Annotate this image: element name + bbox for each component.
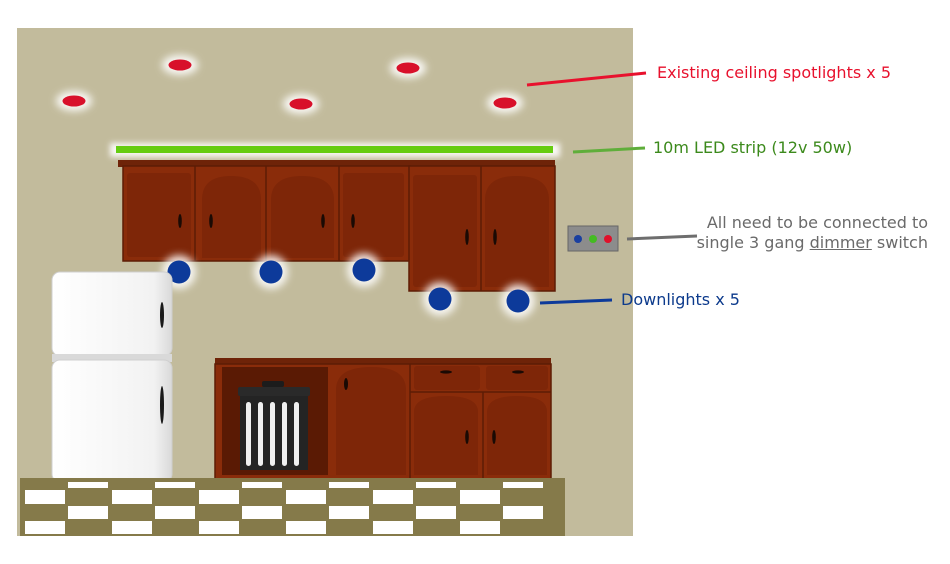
bin (238, 381, 310, 470)
downlight-2 (254, 255, 288, 289)
spotlights-leader-line (526, 71, 647, 87)
led-leader-line (572, 146, 646, 154)
spotlights-label: Existing ceiling spotlights x 5 (657, 63, 891, 82)
switch-label-after: switch (871, 233, 928, 252)
switch-dot-blue (574, 235, 582, 243)
switch-label-line-1: All need to be connected to (706, 213, 928, 232)
downlights-leader-line (539, 298, 613, 305)
fridge (51, 271, 173, 483)
switch-dot-red (604, 235, 612, 243)
switch-label-line-2: single 3 gang dimmer switch (660, 233, 928, 253)
spotlight-5 (487, 93, 523, 113)
downlight-5 (501, 284, 535, 318)
spotlight-3 (56, 91, 92, 111)
ceiling-spotlights (56, 55, 523, 114)
switch-label: All need to be connected to single 3 gan… (660, 213, 928, 253)
led-strip (110, 143, 560, 157)
switch-leader-line (626, 234, 698, 241)
led-strip-label: 10m LED strip (12v 50w) (653, 138, 853, 157)
spotlight-1 (162, 55, 198, 75)
downlight-4 (423, 282, 457, 316)
checkered-floor (20, 478, 565, 536)
switch-label-before: single 3 gang (696, 233, 810, 252)
downlight-3 (347, 253, 381, 287)
upper-cabinets (118, 160, 556, 292)
dimmer-switch (567, 225, 619, 252)
spotlight-4 (283, 94, 319, 114)
downlights-label: Downlights x 5 (621, 290, 740, 309)
switch-dot-green (589, 235, 597, 243)
switch-label-dimmer: dimmer (809, 233, 872, 252)
spotlight-2 (390, 58, 426, 78)
lower-cabinets (214, 358, 552, 480)
